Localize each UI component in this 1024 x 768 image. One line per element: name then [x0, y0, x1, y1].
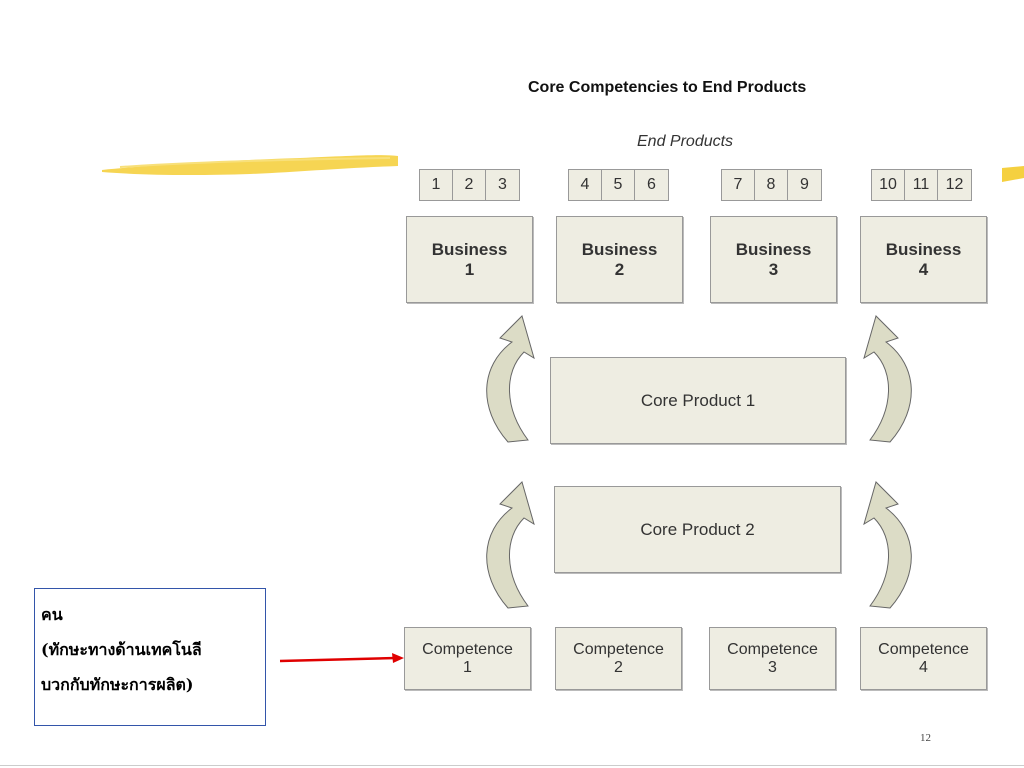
highlight-stroke: [102, 155, 398, 176]
curved-arrow-right-lower: [863, 481, 912, 609]
highlight-stroke-right: [1002, 166, 1024, 182]
product-cell: 2: [453, 170, 486, 200]
competence-box-3: Competence 3: [709, 627, 836, 690]
product-group-4: 10 11 12: [871, 169, 972, 201]
competence-label: Competence 2: [573, 640, 664, 676]
competence-box-1: Competence 1: [404, 627, 531, 690]
note-line-2: (ทักษะทางด้านเทคโนลี: [41, 640, 202, 659]
business-label: Business 3: [735, 239, 812, 279]
product-cell: 10: [872, 170, 905, 200]
competence-box-2: Competence 2: [555, 627, 682, 690]
product-group-2: 4 5 6: [568, 169, 669, 201]
business-label: Business 2: [581, 239, 658, 279]
core-product-1-box: Core Product 1: [550, 357, 846, 444]
competence-box-4: Competence 4: [860, 627, 987, 690]
product-cell: 8: [755, 170, 788, 200]
diagram-title: Core Competencies to End Products: [528, 79, 807, 96]
product-cell: 6: [647, 176, 656, 193]
competence-label: Competence 4: [878, 640, 969, 676]
business-label: Business 4: [885, 239, 962, 279]
product-cell: 11: [905, 170, 938, 200]
note-box: คน (ทักษะทางด้านเทคโนลี บวกกับทักษะการผล…: [34, 588, 266, 726]
business-box-2: Business 2: [556, 216, 683, 303]
core-product-label: Core Product 2: [640, 519, 755, 539]
core-product-2-box: Core Product 2: [554, 486, 841, 573]
product-cell: 12: [945, 176, 964, 193]
note-line-1: คน: [41, 605, 63, 624]
curved-arrow-left-upper: [486, 315, 535, 443]
curved-arrow-left-lower: [486, 481, 535, 609]
footer-divider: [0, 765, 1024, 766]
product-cell: 3: [498, 176, 507, 193]
curved-arrow-right-upper: [863, 315, 912, 443]
product-group-3: 7 8 9: [721, 169, 822, 201]
product-group-1: 1 2 3: [419, 169, 520, 201]
business-box-3: Business 3: [710, 216, 837, 303]
business-box-4: Business 4: [860, 216, 987, 303]
product-cell: 9: [800, 176, 809, 193]
competence-label: Competence 1: [422, 640, 513, 676]
business-box-1: Business 1: [406, 216, 533, 303]
product-cell: 7: [722, 170, 755, 200]
product-cell: 1: [420, 170, 453, 200]
product-cell: 4: [569, 170, 602, 200]
end-products-label: End Products: [637, 133, 734, 150]
core-product-label: Core Product 1: [640, 390, 756, 410]
pointer-arrow: [279, 653, 404, 663]
page-number: 12: [920, 732, 931, 744]
note-line-3: บวกกับทักษะการผลิต): [41, 675, 194, 694]
business-label: Business 1: [431, 239, 508, 279]
product-cell: 5: [602, 170, 635, 200]
competence-label: Competence 3: [727, 640, 818, 676]
